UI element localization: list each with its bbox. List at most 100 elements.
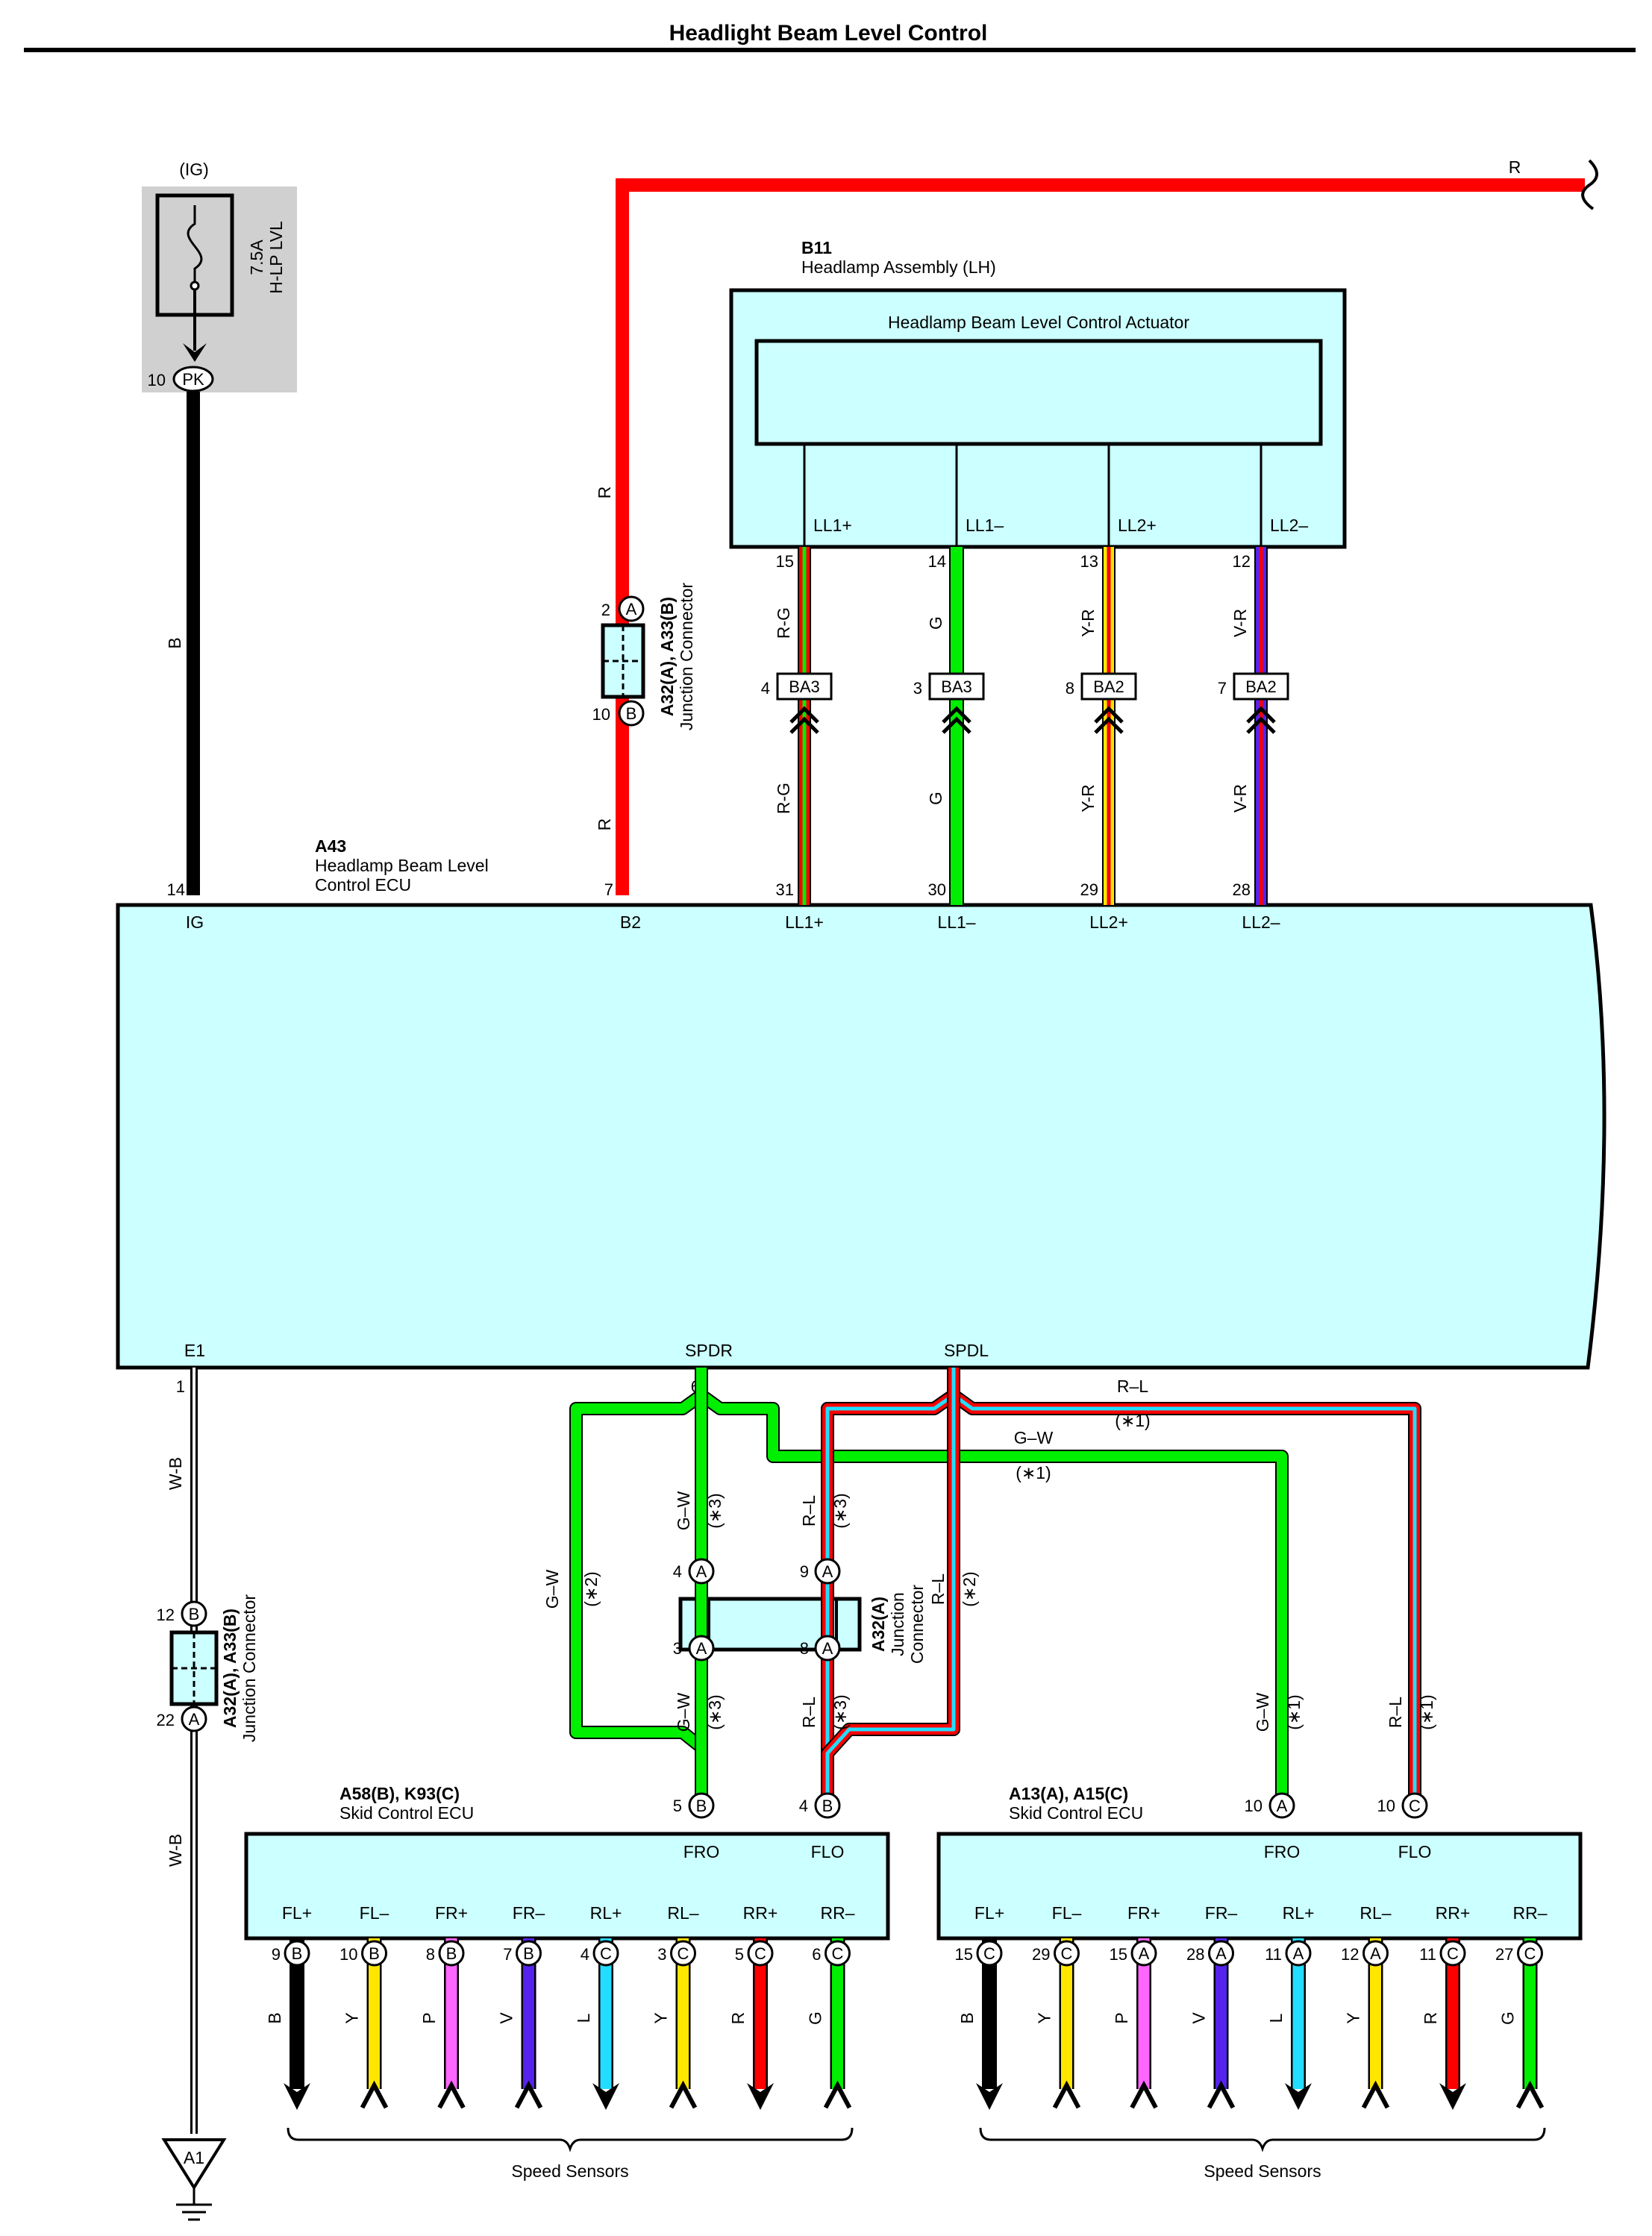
skid2-name-2: Skid Control ECU [1009, 1803, 1143, 1823]
wire-label-gw-s2: G–W [542, 1570, 562, 1609]
harness-wire-label-top: R-G [774, 607, 793, 639]
skid1-box [244, 1832, 890, 1941]
skid1-term-conn: B [523, 1944, 534, 1963]
jc-mid-pin-9-label: A [822, 1562, 833, 1581]
wire-note-rl-s2: (∗2) [960, 1571, 979, 1606]
skid1-term-pin [747, 1940, 774, 1967]
skid2-term-pin-num: 29 [1032, 1945, 1050, 1964]
arrow-down-icon [592, 2083, 619, 2110]
wire-label-rl-s3: R–L [799, 1495, 819, 1526]
harness-wire-label-top: G [926, 616, 945, 630]
skid1-term-wire: G [806, 2011, 825, 2025]
jc-top-pin-top-conn: A [626, 600, 637, 618]
skid2-term-wire: Y [1344, 2012, 1363, 2023]
headlamp-term-label: LL2– [1270, 516, 1308, 535]
wire-note-rl-s3: (∗3) [830, 1493, 850, 1528]
sensor-label-2: Speed Sensors [1204, 2161, 1321, 2181]
ecu-body [116, 903, 1606, 1370]
harness-wire-label-bot: V-R [1230, 784, 1250, 812]
skid1-term-pin [592, 1940, 619, 1967]
spdl-wire-s3-tracer [825, 1368, 956, 1750]
spdr-wire-s1-outline [695, 1368, 1289, 1804]
skid1-term-wire: P [419, 2012, 439, 2023]
skid1-term-conn: B [446, 1944, 457, 1963]
headlamp-term-pin: 15 [776, 552, 794, 571]
wire-label-gw-s1b: G–W [1253, 1693, 1272, 1732]
ecu-spdl-label: SPDL [944, 1341, 989, 1360]
arrow-up-icon [1207, 2080, 1236, 2109]
ground-point-icon [161, 2138, 227, 2190]
inline-connector [928, 672, 985, 701]
jc-ground-name: A32(A), A33(B) [220, 1609, 240, 1728]
jc-mid-pin-3-label: A [696, 1639, 707, 1658]
arrow-up-icon [360, 2080, 389, 2109]
skid2-term-wire: Y [1035, 2012, 1054, 2023]
headlamp-term-label: LL2+ [1118, 516, 1157, 535]
skid2-term-label: FR+ [1127, 1903, 1160, 1923]
skid1-term-wire: R [728, 2012, 748, 2025]
skid2-term-conn: A [1215, 1944, 1227, 1963]
arrow-up-icon [1361, 2080, 1390, 2109]
skid1-flo-pin [814, 1792, 841, 1819]
jc-mid-pin-8 [814, 1635, 841, 1662]
skid1-term-wire: L [574, 2013, 593, 2023]
skid2-fro-pin-num: 10 [1245, 1797, 1263, 1815]
inline-connector-label: BA3 [789, 677, 820, 696]
jc-mid-type-1: Junction [888, 1592, 907, 1656]
skid1-term-pin [361, 1940, 387, 1967]
skid2-term-wire: R [1421, 2012, 1440, 2025]
skid1-term-label: FL– [360, 1903, 389, 1923]
spdr-wire-s1 [696, 1368, 1287, 1804]
skid2-term-label: FR– [1205, 1903, 1238, 1923]
page-title: Headlight Beam Level Control [669, 21, 988, 46]
wire-label-gw-s3: G–W [674, 1491, 693, 1531]
wire-break-icon [1581, 159, 1598, 210]
skid1-term-pin-num: 9 [272, 1945, 281, 1964]
harness-wire-label-bot: R-G [774, 783, 793, 814]
skid2-term-pin-num: 28 [1186, 1945, 1204, 1964]
jc-top-pin-top: 2 [601, 601, 610, 619]
skid1-term-label: FR+ [435, 1903, 468, 1923]
arrow-down-icon [976, 2083, 1003, 2110]
wire-note-rl-s1: (∗1) [1115, 1411, 1150, 1430]
skid2-term-wire: G [1498, 2011, 1518, 2025]
wire-note-s1b: (∗1) [1284, 1694, 1304, 1729]
skid2-term-pin-num: 27 [1495, 1945, 1513, 1964]
inline-connector-pin: 8 [1066, 679, 1074, 698]
fuse-connector [172, 366, 214, 392]
jc-mid-pin-4 [688, 1558, 715, 1585]
jc-top-wire-bot: R [595, 818, 614, 831]
jc-top-name: A32(A), A33(B) [657, 597, 677, 716]
skid2-flo-pin-num: 10 [1377, 1797, 1395, 1815]
skid1-term-pin-num: 3 [657, 1945, 666, 1964]
skid1-term-conn: B [369, 1944, 380, 1963]
inline-connector [776, 672, 833, 701]
jc-ground-pin-bot: 22 [157, 1711, 175, 1729]
skid1-term-pin-num: 4 [581, 1945, 589, 1964]
wire-label-rl-s1b: R–L [1386, 1697, 1405, 1728]
beam-level-ecu: A43 Headlamp Beam Level Control ECU 14 I… [116, 836, 1606, 1396]
arrow-down-icon [747, 2083, 774, 2110]
skid1-term-pin [438, 1940, 465, 1967]
skid1-term-conn: B [292, 1944, 303, 1963]
jc-mid-p9: 9 [800, 1562, 809, 1581]
skid2-term-wire: B [957, 2012, 977, 2023]
skid1-term-label: FR– [513, 1903, 545, 1923]
connector-chevron-icon [942, 706, 972, 734]
fuse-name: H-LP LVL [266, 221, 286, 294]
skid-ecu-1: A58(B), K93(C) Skid Control ECU [244, 1784, 890, 1941]
diagram-static: Headlight Beam Level Control (IG) 7.5A H… [24, 21, 1636, 2221]
jc-ground-type: Junction Connector [240, 1594, 259, 1743]
wire-note-s1: (∗1) [1016, 1463, 1051, 1482]
skid2-term-pin [1439, 1940, 1466, 1967]
skid2-term-conn: C [1061, 1944, 1073, 1963]
jc-mid-type-2: Connector [907, 1585, 927, 1664]
skid1-term-wire: V [497, 2012, 516, 2024]
headlamp-term-pin: 12 [1233, 552, 1251, 571]
headlamp-term-pin: 14 [928, 552, 946, 571]
skid1-term-wire: Y [342, 2012, 362, 2023]
harness-wire-label-top: Y-R [1078, 609, 1098, 637]
skid1-name-1: A58(B), K93(C) [340, 1784, 460, 1803]
skid2-flo-pin-label: C [1409, 1797, 1421, 1815]
